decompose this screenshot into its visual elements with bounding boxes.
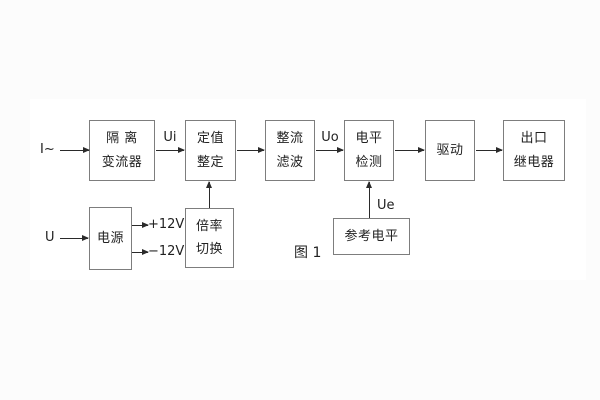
block-label: 整定 bbox=[196, 155, 224, 170]
block-level-detect: 电平 检测 bbox=[344, 120, 394, 181]
block-label: 变流器 bbox=[101, 155, 143, 170]
block-label: 倍率 bbox=[195, 218, 223, 234]
arrow-input-current bbox=[60, 147, 90, 153]
block-label: 检测 bbox=[355, 155, 383, 170]
arrow-level-to-drive bbox=[395, 147, 425, 153]
arrow-input-voltage bbox=[60, 235, 89, 241]
block-setpoint-setting: 定值 整定 bbox=[185, 120, 236, 181]
block-ratio-switch: 倍率 切换 bbox=[185, 208, 234, 268]
arrow-ratio-to-setpoint bbox=[206, 181, 212, 208]
figure-caption: 图 1 bbox=[294, 245, 322, 261]
block-isolation-converter: 隔 离 变流器 bbox=[89, 120, 155, 181]
block-drive: 驱动 bbox=[425, 120, 475, 181]
block-label: 参考电平 bbox=[344, 229, 399, 244]
label-ui: Ui bbox=[163, 130, 177, 145]
arrow-ue bbox=[366, 181, 372, 218]
block-label: 驱动 bbox=[436, 143, 464, 158]
block-label: 电平 bbox=[355, 131, 383, 146]
block-label: 继电器 bbox=[513, 155, 555, 170]
arrow-rail-pos bbox=[132, 222, 149, 228]
label-input-voltage: U bbox=[45, 230, 55, 245]
label-uo: Uo bbox=[321, 130, 339, 145]
label-ue: Ue bbox=[377, 198, 395, 213]
arrow-setpoint-to-rectify bbox=[237, 147, 265, 153]
block-label: 电源 bbox=[96, 231, 124, 246]
arrow-uo bbox=[316, 147, 344, 153]
arrow-ui bbox=[156, 147, 185, 153]
block-label: 隔 离 bbox=[106, 131, 138, 146]
label-rail-neg: −12V bbox=[148, 244, 185, 259]
label-rail-pos: +12V bbox=[148, 217, 185, 232]
block-label: 切换 bbox=[195, 242, 223, 258]
block-rectify-filter: 整流 滤波 bbox=[265, 120, 315, 181]
arrow-rail-neg bbox=[132, 249, 149, 255]
label-input-current: I~ bbox=[40, 142, 55, 157]
block-power-supply: 电源 bbox=[89, 207, 132, 270]
block-reference-level: 参考电平 bbox=[333, 218, 410, 255]
block-label: 整流 bbox=[276, 131, 304, 146]
block-output-relay: 出口 继电器 bbox=[503, 120, 565, 181]
arrow-drive-to-relay bbox=[476, 147, 503, 153]
block-label: 定值 bbox=[196, 131, 224, 146]
block-label: 滤波 bbox=[276, 155, 304, 170]
block-label: 出口 bbox=[520, 131, 548, 146]
